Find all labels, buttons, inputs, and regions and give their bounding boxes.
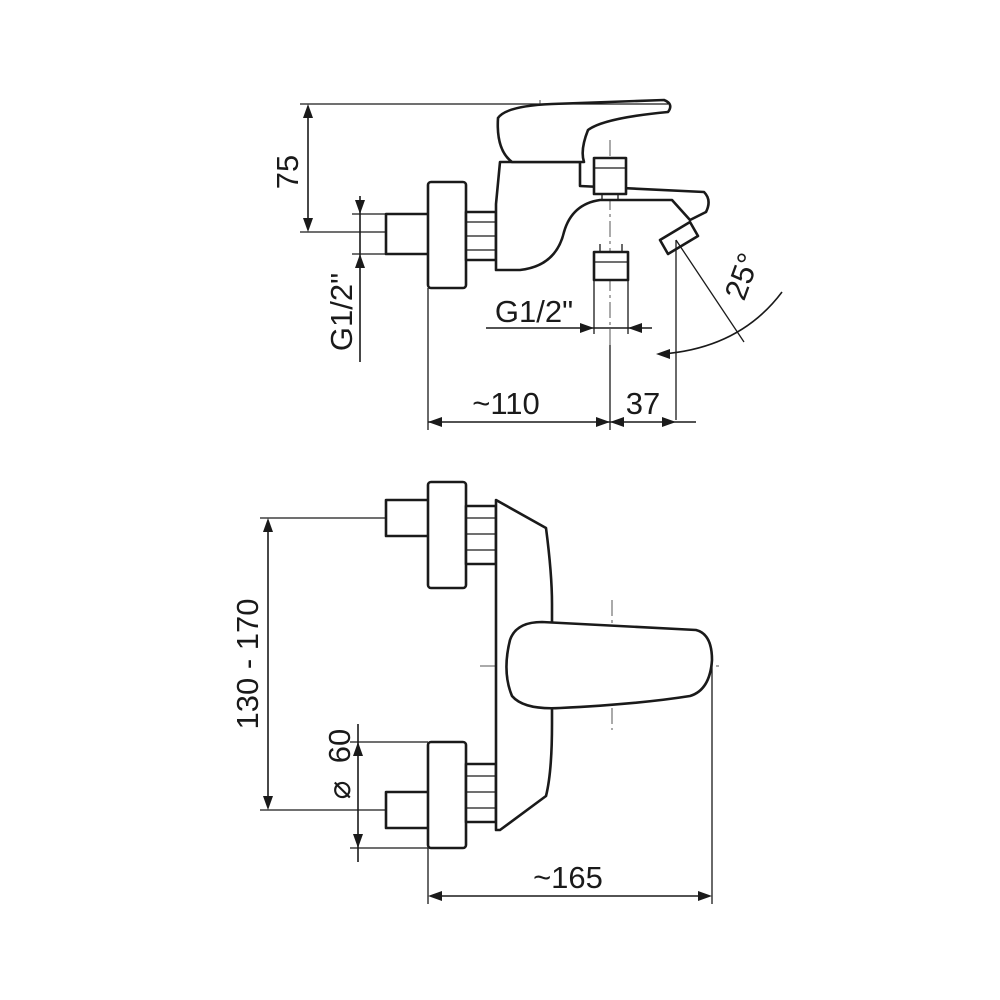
mixer-body [494,160,710,272]
dim-angle: 25° [718,248,767,304]
lever-handle [496,98,672,164]
shower-outlet [592,250,630,282]
upper-rosette [426,480,468,590]
lower-rosette [426,740,468,850]
wall-rosette [426,180,468,290]
dim-width: ~165 [533,860,603,895]
dim-diameter-symbol: ⌀ [322,781,357,800]
dim-depth: ~110 [472,386,540,421]
upper-inlet-pipe [384,498,434,538]
dim-spacing: 130 - 170 [230,599,265,730]
lower-inlet-pipe [384,790,434,830]
inlet-pipe [384,212,434,256]
aerator [658,220,700,256]
lever-handle-front [505,620,714,710]
front-view: 130 - 170 ⌀ 60 ~165 [230,480,720,904]
upper-nut [464,504,498,566]
lower-nut [464,762,498,824]
dim-outlet-thread: G1/2" [495,294,573,329]
side-view: 75 G1/2" G1/2" 25° ~110 37 [270,98,783,430]
dim-spout: 37 [626,386,660,421]
dim-height: 75 [270,155,305,189]
dim-inlet-thread: G1/2" [324,273,359,351]
diverter-knob [592,156,628,196]
dim-diameter: 60 [322,729,357,763]
